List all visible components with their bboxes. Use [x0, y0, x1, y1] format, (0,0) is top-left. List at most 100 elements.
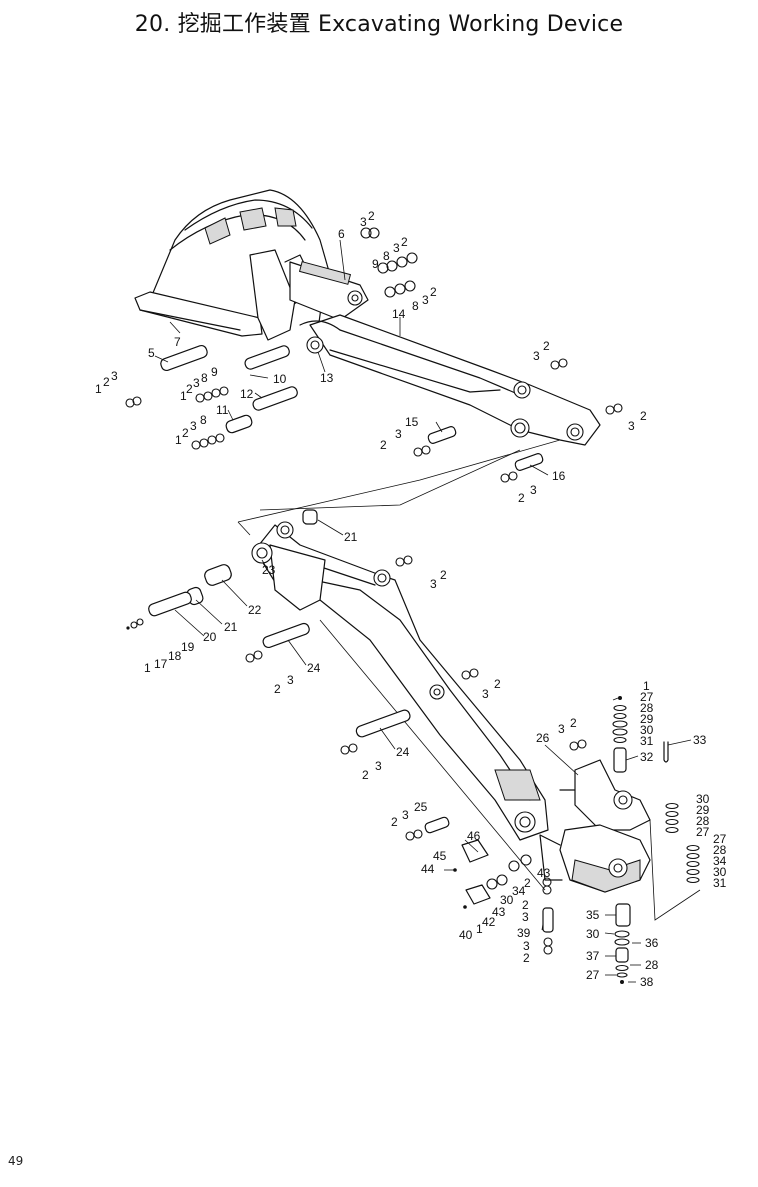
callout-label: 28 [696, 814, 710, 828]
callout-label: 32 [640, 750, 654, 764]
callout-label: 27 [696, 825, 710, 839]
callout-label: 1 [95, 382, 102, 396]
callout-label: 23 [262, 563, 276, 577]
callout-label: 3 [111, 369, 118, 383]
callout-label: 3 [523, 939, 530, 953]
callout-label: 3 [395, 427, 402, 441]
kingpin-right-stack [649, 802, 701, 921]
callout-label: 1 [175, 433, 182, 447]
callout-label: 39 [517, 926, 531, 940]
callout-label: 16 [552, 469, 566, 483]
kingpin-upper [612, 696, 669, 773]
callout-label: 18 [168, 649, 182, 663]
callout-label: 42 [482, 915, 496, 929]
callout-label: 2 [186, 382, 193, 396]
callout-label: 2 [640, 409, 647, 423]
callout-label: 2 [430, 285, 437, 299]
callout-label: 3 [422, 293, 429, 307]
callout-label: 21 [344, 530, 358, 544]
pin-5 [160, 344, 208, 372]
callout-label: 3 [393, 241, 400, 255]
kingpin-lower [614, 903, 631, 984]
callout-label: 12 [240, 387, 254, 401]
pin-15 [427, 426, 457, 444]
callout-label: 3 [287, 673, 294, 687]
callout-label: 31 [713, 876, 727, 890]
callout-label: 27 [586, 968, 600, 982]
callout-label: 24 [307, 661, 321, 675]
callout-label: 2 [391, 815, 398, 829]
callout-label: 43 [492, 905, 506, 919]
callout-label: 3 [430, 577, 437, 591]
callout-label: 8 [200, 413, 207, 427]
callout-label: 10 [273, 372, 287, 386]
callout-label: 37 [586, 949, 600, 963]
callout-label: 2 [368, 209, 375, 223]
washer-group-lower [126, 555, 587, 841]
callout-label: 28 [713, 843, 727, 857]
callout-label: 36 [645, 936, 659, 950]
washer-group-upper [125, 227, 623, 483]
callout-label: 3 [193, 376, 200, 390]
pin-11 [225, 414, 253, 434]
callout-label: 5 [148, 346, 155, 360]
callout-label: 9 [372, 257, 379, 271]
callout-label: 3 [533, 349, 540, 363]
callout-label: 45 [433, 849, 447, 863]
callout-label: 34 [512, 884, 526, 898]
callout-label: 46 [467, 829, 481, 843]
callout-label: 27 [713, 832, 727, 846]
callout-label: 29 [696, 803, 710, 817]
callout-label: 9 [211, 365, 218, 379]
callout-label: 2 [274, 682, 281, 696]
callout-label: 2 [362, 768, 369, 782]
callout-label: 14 [392, 307, 406, 321]
callout-label: 30 [500, 893, 514, 907]
callout-label: 8 [412, 299, 419, 313]
swing-bracket [539, 759, 651, 893]
callout-label: 3 [375, 759, 382, 773]
callout-label: 2 [524, 876, 531, 890]
callout-label: 20 [203, 630, 217, 644]
callout-label: 34 [713, 854, 727, 868]
callout-label: 2 [543, 339, 550, 353]
callout-label: 27 [640, 690, 654, 704]
pin-16 [514, 453, 544, 471]
bucket-link [289, 261, 369, 321]
connection-frame [237, 439, 561, 536]
callout-label: 1 [144, 661, 151, 675]
callout-label: 24 [396, 745, 410, 759]
callout-label: 21 [224, 620, 238, 634]
callout-label: 2 [523, 951, 530, 965]
callout-label: 3 [628, 419, 635, 433]
callout-label: 11 [216, 403, 229, 417]
callout-label: 28 [640, 701, 654, 715]
callout-label: 30 [713, 865, 727, 879]
callout-label: 3 [530, 483, 537, 497]
callout-label: 30 [696, 792, 710, 806]
callout-label: 38 [640, 975, 654, 989]
page-title: 20. 挖掘工作装置 Excavating Working Device [134, 12, 624, 37]
pin-10 [244, 345, 290, 370]
callout-label: 8 [383, 249, 390, 263]
callout-label: 3 [558, 722, 565, 736]
callout-label: 3 [522, 910, 529, 924]
callout-label: 17 [154, 657, 168, 671]
callout-label: 2 [494, 677, 501, 691]
callout-label: 44 [421, 862, 435, 876]
callout-label: 1 [643, 679, 650, 693]
callout-label: 26 [536, 731, 550, 745]
callout-label: 2 [570, 716, 577, 730]
callout-label: 8 [201, 371, 208, 385]
callout-label: 7 [174, 335, 181, 349]
callout-label: 28 [645, 958, 659, 972]
callout-label: 33 [693, 733, 707, 747]
leader-lines [154, 239, 692, 983]
page-number: 49 [8, 1154, 24, 1168]
pin-24 [262, 622, 411, 738]
callout-label: 15 [405, 415, 419, 429]
callout-label: 2 [522, 898, 529, 912]
callout-label: 31 [640, 734, 654, 748]
arm [251, 521, 549, 891]
